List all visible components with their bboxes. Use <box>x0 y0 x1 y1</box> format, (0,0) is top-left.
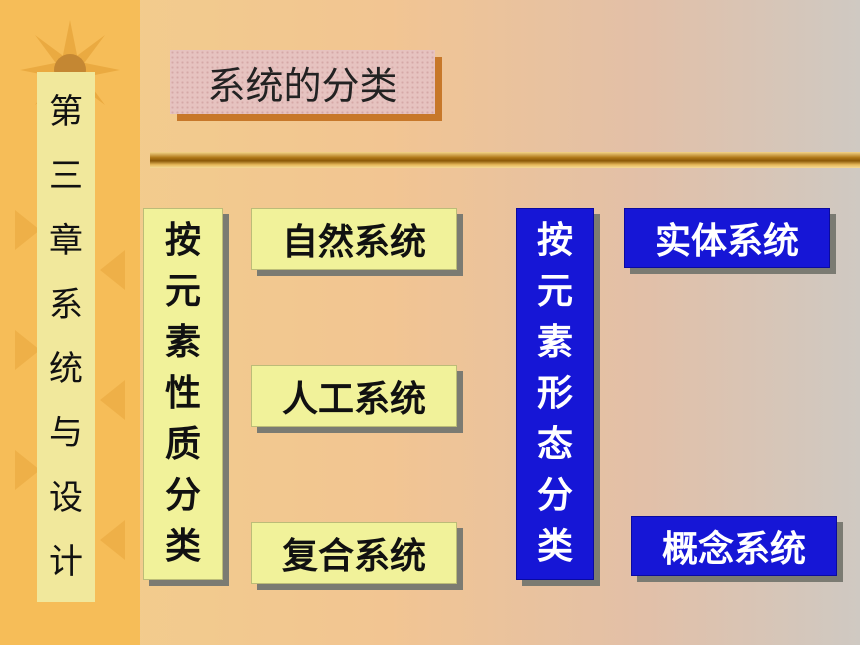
label-char: 按 <box>164 219 201 261</box>
label-char: 形 <box>536 372 573 414</box>
chapter-title-char: 三 <box>49 156 83 197</box>
label-char: 分 <box>164 475 201 517</box>
label-char: 按 <box>536 219 573 261</box>
chapter-title-char: 第 <box>49 92 83 133</box>
label-char: 分 <box>536 475 573 517</box>
chapter-title-vertical: 第 三 章 系 统 与 设 计 <box>37 72 95 602</box>
label-char: 素 <box>164 321 201 363</box>
physical-system-box: 实体系统 <box>624 208 830 268</box>
composite-system-box: 复合系统 <box>251 522 457 584</box>
chapter-title-char: 计 <box>49 541 83 582</box>
label-char: 性 <box>164 372 201 414</box>
chapter-title-char: 章 <box>49 220 83 261</box>
natural-system-box: 自然系统 <box>251 208 457 270</box>
artificial-system-box: 人工系统 <box>251 365 457 427</box>
label-char: 类 <box>164 526 201 568</box>
label-char: 态 <box>536 424 573 466</box>
label-char: 元 <box>164 270 201 312</box>
nature-category-label: 按 元 素 性 质 分 类 <box>143 208 223 580</box>
title-divider <box>150 152 860 168</box>
label-char: 元 <box>536 270 573 312</box>
label-char: 素 <box>536 321 573 363</box>
conceptual-system-box: 概念系统 <box>631 516 837 576</box>
chapter-title-char: 设 <box>49 477 83 518</box>
label-char: 质 <box>164 424 201 466</box>
chapter-title-char: 系 <box>49 284 83 325</box>
label-char: 类 <box>536 526 573 568</box>
slide-title: 系统的分类 <box>170 50 435 114</box>
chapter-title-char: 与 <box>49 413 83 454</box>
chapter-title-char: 统 <box>49 349 83 390</box>
form-category-label: 按 元 素 形 态 分 类 <box>516 208 594 580</box>
